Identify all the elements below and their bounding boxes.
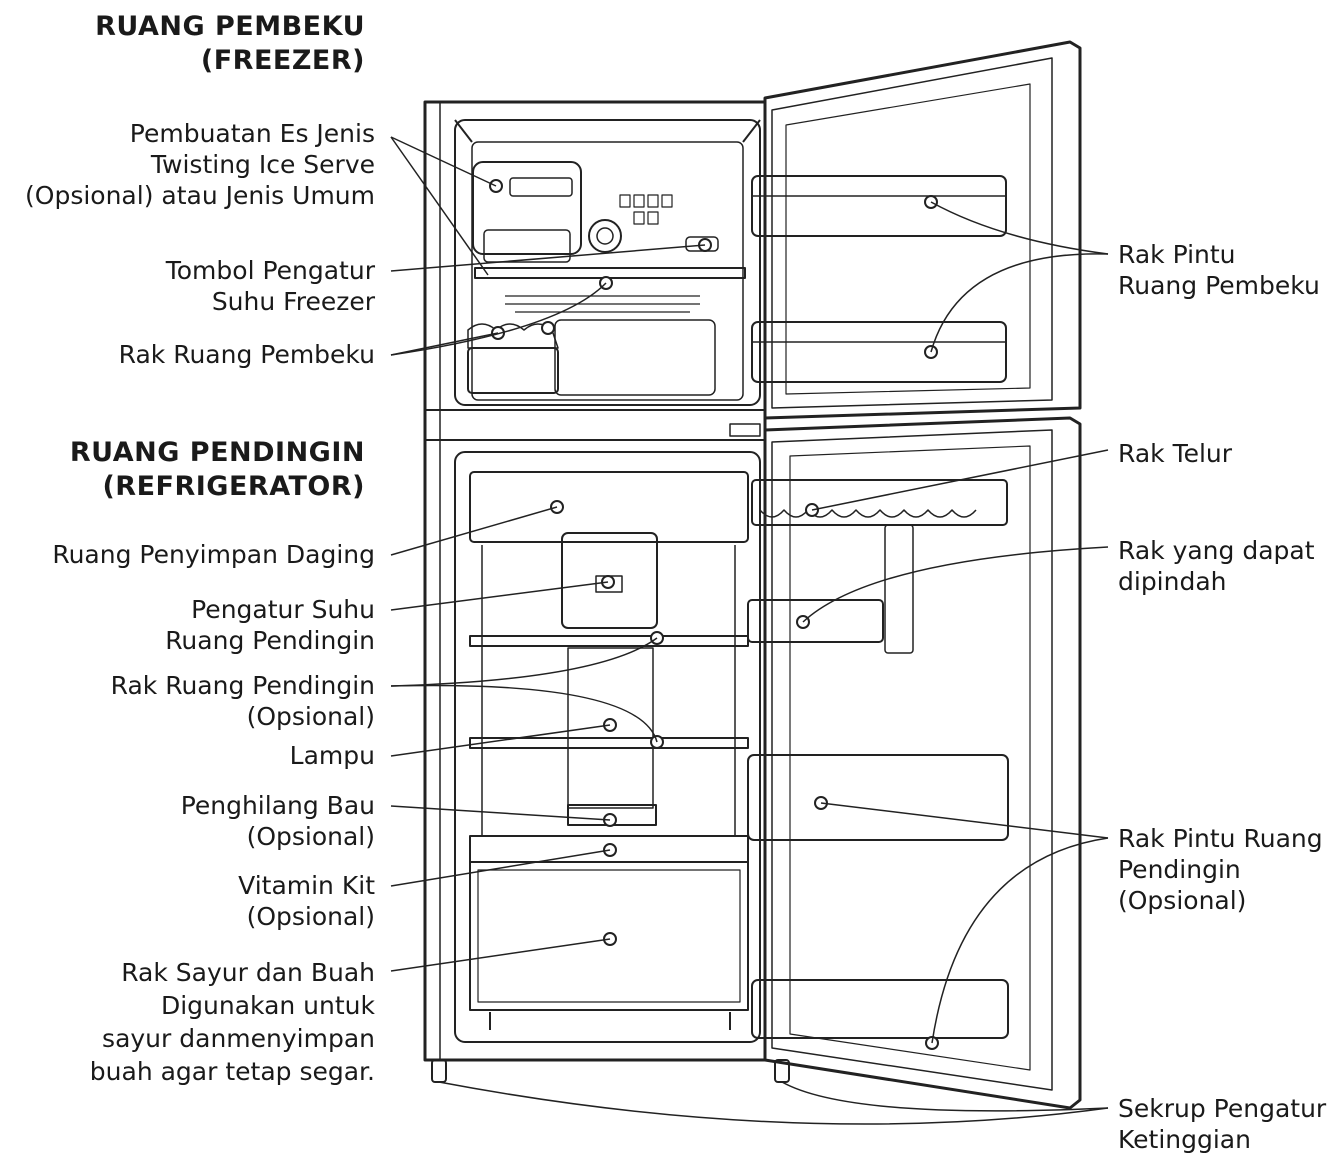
cabinet-body bbox=[425, 102, 765, 1060]
ice-maker bbox=[473, 162, 581, 254]
fridge-compartment bbox=[455, 452, 760, 1042]
label-egg-rack: Rak Telur bbox=[1118, 438, 1232, 469]
leader-lines bbox=[391, 137, 1108, 1124]
callout-dots bbox=[490, 180, 938, 1049]
freezer-shelf bbox=[475, 268, 745, 278]
label-meat-room: Ruang Penyimpan Daging bbox=[52, 539, 375, 570]
label-deodorizer: Penghilang Bau (Opsional) bbox=[181, 790, 375, 852]
label-crisper: Rak Sayur dan Buah Digunakan untuk sayur… bbox=[90, 956, 375, 1088]
heading-freezer: RUANG PEMBEKU (FREEZER) bbox=[95, 10, 365, 78]
label-fridge-temp: Pengatur Suhu Ruang Pendingin bbox=[165, 594, 375, 656]
label-freezer-door-rack: Rak Pintu Ruang Pembeku bbox=[1118, 239, 1320, 301]
label-fridge-shelf: Rak Ruang Pendingin (Opsional) bbox=[111, 670, 375, 732]
heading-refrigerator: RUANG PENDINGIN (REFRIGERATOR) bbox=[70, 436, 365, 504]
label-freezer-shelf: Rak Ruang Pembeku bbox=[119, 339, 375, 370]
label-freezer-temp-knob: Tombol Pengatur Suhu Freezer bbox=[166, 255, 375, 317]
leveling-foot-left bbox=[432, 1060, 446, 1082]
label-fridge-door-rack: Rak Pintu Ruang Pendingin (Opsional) bbox=[1118, 823, 1323, 916]
label-movable-rack: Rak yang dapat dipindah bbox=[1118, 535, 1315, 597]
fridge-door bbox=[748, 418, 1080, 1108]
label-leveling-screw: Sekrup Pengatur Ketinggian bbox=[1118, 1093, 1326, 1155]
label-ice-maker: Pembuatan Es Jenis Twisting Ice Serve (O… bbox=[25, 118, 375, 211]
freezer-door bbox=[752, 42, 1080, 418]
label-lamp: Lampu bbox=[290, 740, 375, 771]
label-vitamin-kit: Vitamin Kit (Opsional) bbox=[238, 870, 375, 932]
